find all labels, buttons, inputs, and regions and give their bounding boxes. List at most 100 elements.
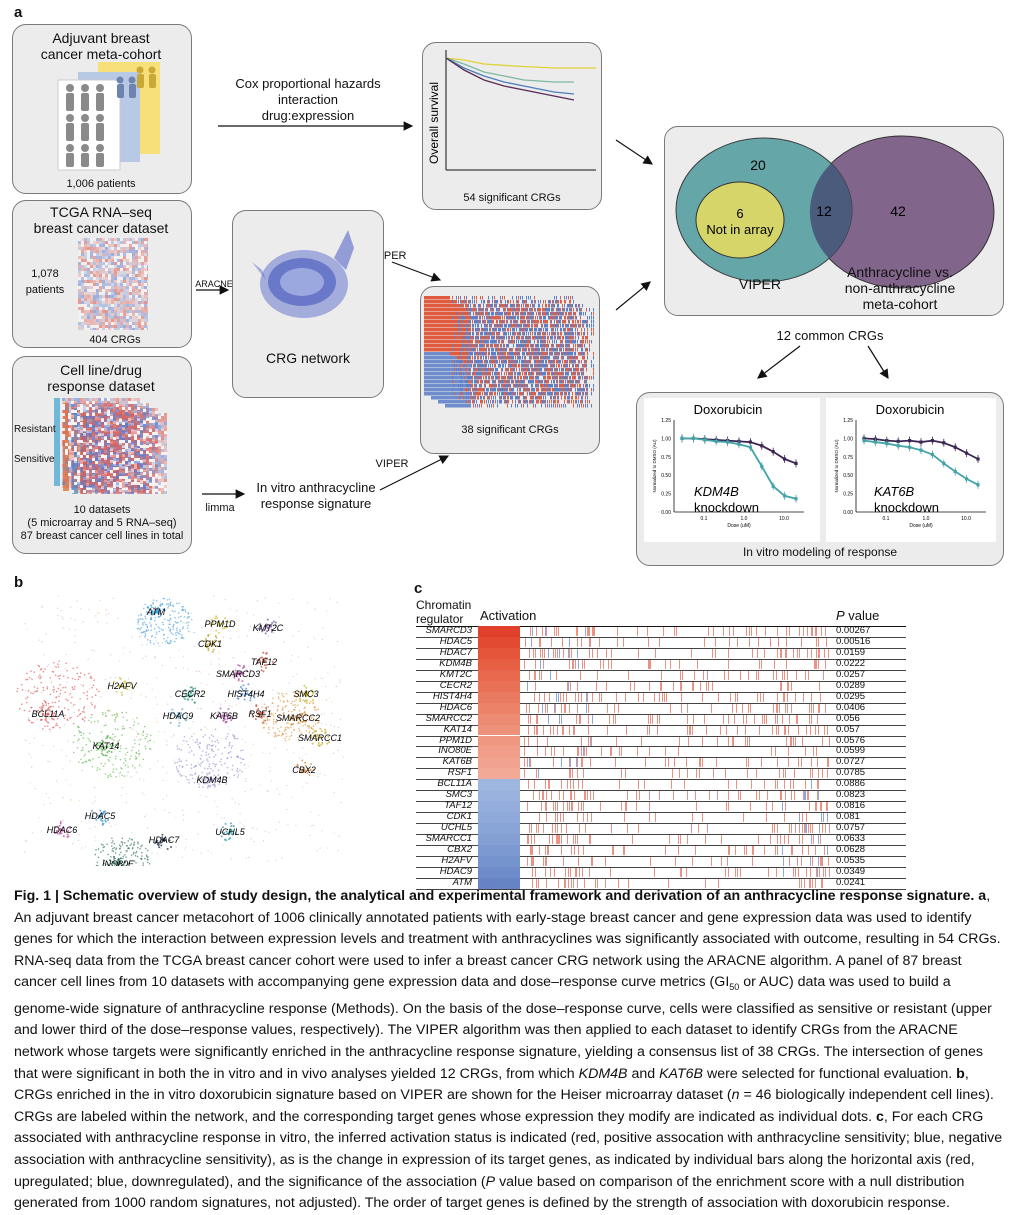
caption-fig: Fig. 1 | — [14, 888, 63, 904]
dose-ytick: 0.75 — [661, 455, 671, 461]
activation-cell — [478, 714, 520, 725]
network-node-label: RSF1 — [248, 709, 271, 719]
regulator-name: SMARCC2 — [416, 714, 472, 725]
crg-network-graphic — [248, 218, 372, 330]
activation-cell — [478, 681, 520, 692]
caption-kat6b: KAT6B — [659, 1066, 703, 1082]
network-node-label: BCL11A — [32, 709, 65, 719]
dose-footer: In vitro modeling of response — [640, 544, 1000, 560]
p-value-suffix: value — [845, 608, 880, 623]
in-vitro-text-1: In vitro anthracycline — [246, 480, 386, 496]
target-gene-bars — [524, 779, 830, 790]
dose-knockdown-2: knockdown — [874, 500, 939, 515]
target-gene-bars — [524, 714, 830, 725]
network-node-label: KDM4B — [196, 775, 227, 785]
activation-cell — [478, 670, 520, 681]
dose-ylabel: Normalized to DMSO (AU) — [834, 439, 839, 493]
venn-left-only: 20 — [750, 157, 766, 173]
network-node-label: HDAC6 — [47, 825, 78, 835]
venn-right-label-3: meta-cohort — [820, 296, 980, 312]
caption-b: b — [956, 1066, 965, 1082]
caption-n: n — [732, 1087, 740, 1103]
caption-gi-sub: 50 — [729, 982, 739, 992]
dose-ytick: 0.75 — [843, 455, 853, 461]
network-node-label: KAT6B — [210, 711, 238, 721]
venn-right-label-1: Anthracycline vs. — [820, 264, 980, 280]
dose-xtick: 0.1 — [883, 516, 890, 522]
venn-nested-text: Not in array — [706, 222, 774, 237]
dose-ytick: 1.25 — [661, 418, 671, 424]
caption-c: c — [876, 1109, 884, 1125]
caption-and: and — [628, 1066, 660, 1082]
signature-heatmaps — [424, 296, 596, 420]
network-node-label: SMARCC2 — [276, 713, 320, 723]
activation-cell — [478, 659, 520, 670]
limma-label: limma — [200, 500, 240, 516]
caption-p3: were selected for functional evaluation. — [703, 1066, 956, 1082]
activation-cell — [478, 801, 520, 812]
dose-gene-2: KAT6B — [874, 484, 915, 499]
dose-gene-1: KDM4B — [694, 484, 739, 499]
activation-cell — [478, 736, 520, 747]
caption-a: a — [974, 888, 986, 904]
target-gene-bars — [524, 746, 830, 757]
regulator-name: KAT14 — [416, 725, 472, 736]
target-gene-bars — [524, 757, 830, 768]
target-gene-bars — [524, 670, 830, 681]
activation-cell — [478, 834, 520, 845]
activation-cell — [478, 768, 520, 779]
p-value-cell: 0.056 — [836, 714, 860, 725]
caption-p-var: P — [486, 1174, 495, 1190]
p-value-cell: 0.057 — [836, 725, 860, 736]
network-node-label: INO80E — [102, 859, 135, 866]
target-gene-bars — [524, 692, 830, 703]
activation-header: Activation — [480, 608, 536, 623]
dose-ytick: 0.00 — [843, 510, 853, 516]
activation-cell — [478, 845, 520, 856]
dose-ytick: 0.25 — [661, 492, 671, 498]
dose-title-1: Doxorubicin — [694, 402, 763, 417]
target-gene-bars — [524, 867, 830, 878]
in-vitro-text-2: response signature — [246, 496, 386, 512]
network-node-label: HDAC5 — [85, 811, 117, 821]
venn-right-label-2: non-anthracycline — [820, 280, 980, 296]
network-node-label: CECR2 — [175, 689, 206, 699]
aracne-label: ARACNE — [194, 276, 234, 292]
activation-cell — [478, 757, 520, 768]
activation-cell — [478, 692, 520, 703]
activation-cell — [478, 823, 520, 834]
dose-ytick: 1.00 — [661, 436, 671, 442]
dose-title-2: Doxorubicin — [876, 402, 945, 417]
target-gene-bars — [524, 845, 830, 856]
target-gene-bars — [524, 823, 830, 834]
venn-right-only: 42 — [890, 203, 906, 219]
caption-kdm4b: KDM4B — [579, 1066, 628, 1082]
activation-cell — [478, 790, 520, 801]
activation-cell — [478, 812, 520, 823]
activation-cell — [478, 725, 520, 736]
dose-xtick: 10.0 — [779, 516, 789, 522]
dose-ylabel: Normalized to DMSO (AU) — [652, 439, 657, 493]
figure-caption: Fig. 1 | Schematic overview of study des… — [14, 886, 1004, 1215]
survival-footer: 54 significant CRGs — [424, 190, 600, 206]
network-node-label: KAT14 — [93, 741, 120, 751]
activation-cell — [478, 779, 520, 790]
dose-xtick: 0.1 — [701, 516, 708, 522]
network-node-label: UCHL5 — [215, 827, 246, 837]
dose-xlabel: Dose (uM) — [909, 523, 933, 529]
dose-xlabel: Dose (uM) — [727, 523, 751, 529]
network-node-label: HDAC9 — [163, 711, 194, 721]
dose-ytick: 0.00 — [661, 510, 671, 516]
chromatin-regulator-header-2: regulator — [416, 612, 463, 626]
target-gene-bars — [524, 790, 830, 801]
target-gene-bars — [524, 626, 830, 637]
network-node-label: TAF12 — [251, 657, 277, 667]
target-gene-bars — [524, 637, 830, 648]
dose-ytick: 1.00 — [843, 436, 853, 442]
common-crgs-label: 12 common CRGs — [740, 328, 920, 344]
network-node-label: CDK1 — [198, 639, 222, 649]
venn-overlap: 12 — [816, 203, 832, 219]
p-value-cell: 0.0295 — [836, 692, 865, 703]
survival-ylabel: Overall survival — [427, 82, 441, 164]
